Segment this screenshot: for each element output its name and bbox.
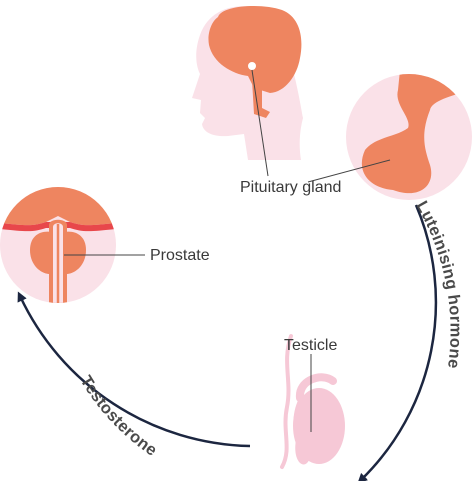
luteinising-hormone-label: Luteinising hormone	[413, 198, 465, 370]
testicle-icon	[280, 334, 345, 469]
testosterone-label: Testosterone	[77, 373, 161, 460]
prostate-circle	[0, 187, 145, 303]
luteinising-hormone-text: Luteinising hormone	[413, 198, 465, 370]
testicle-label: Testicle	[284, 337, 337, 354]
pituitary-label: Pituitary gland	[240, 179, 341, 196]
pituitary-zoom-circle	[307, 74, 472, 200]
pituitary-gland-icon	[248, 62, 256, 70]
testosterone-text: Testosterone	[77, 373, 161, 460]
head-profile-icon	[192, 5, 303, 177]
prostate-label: Prostate	[150, 247, 210, 264]
